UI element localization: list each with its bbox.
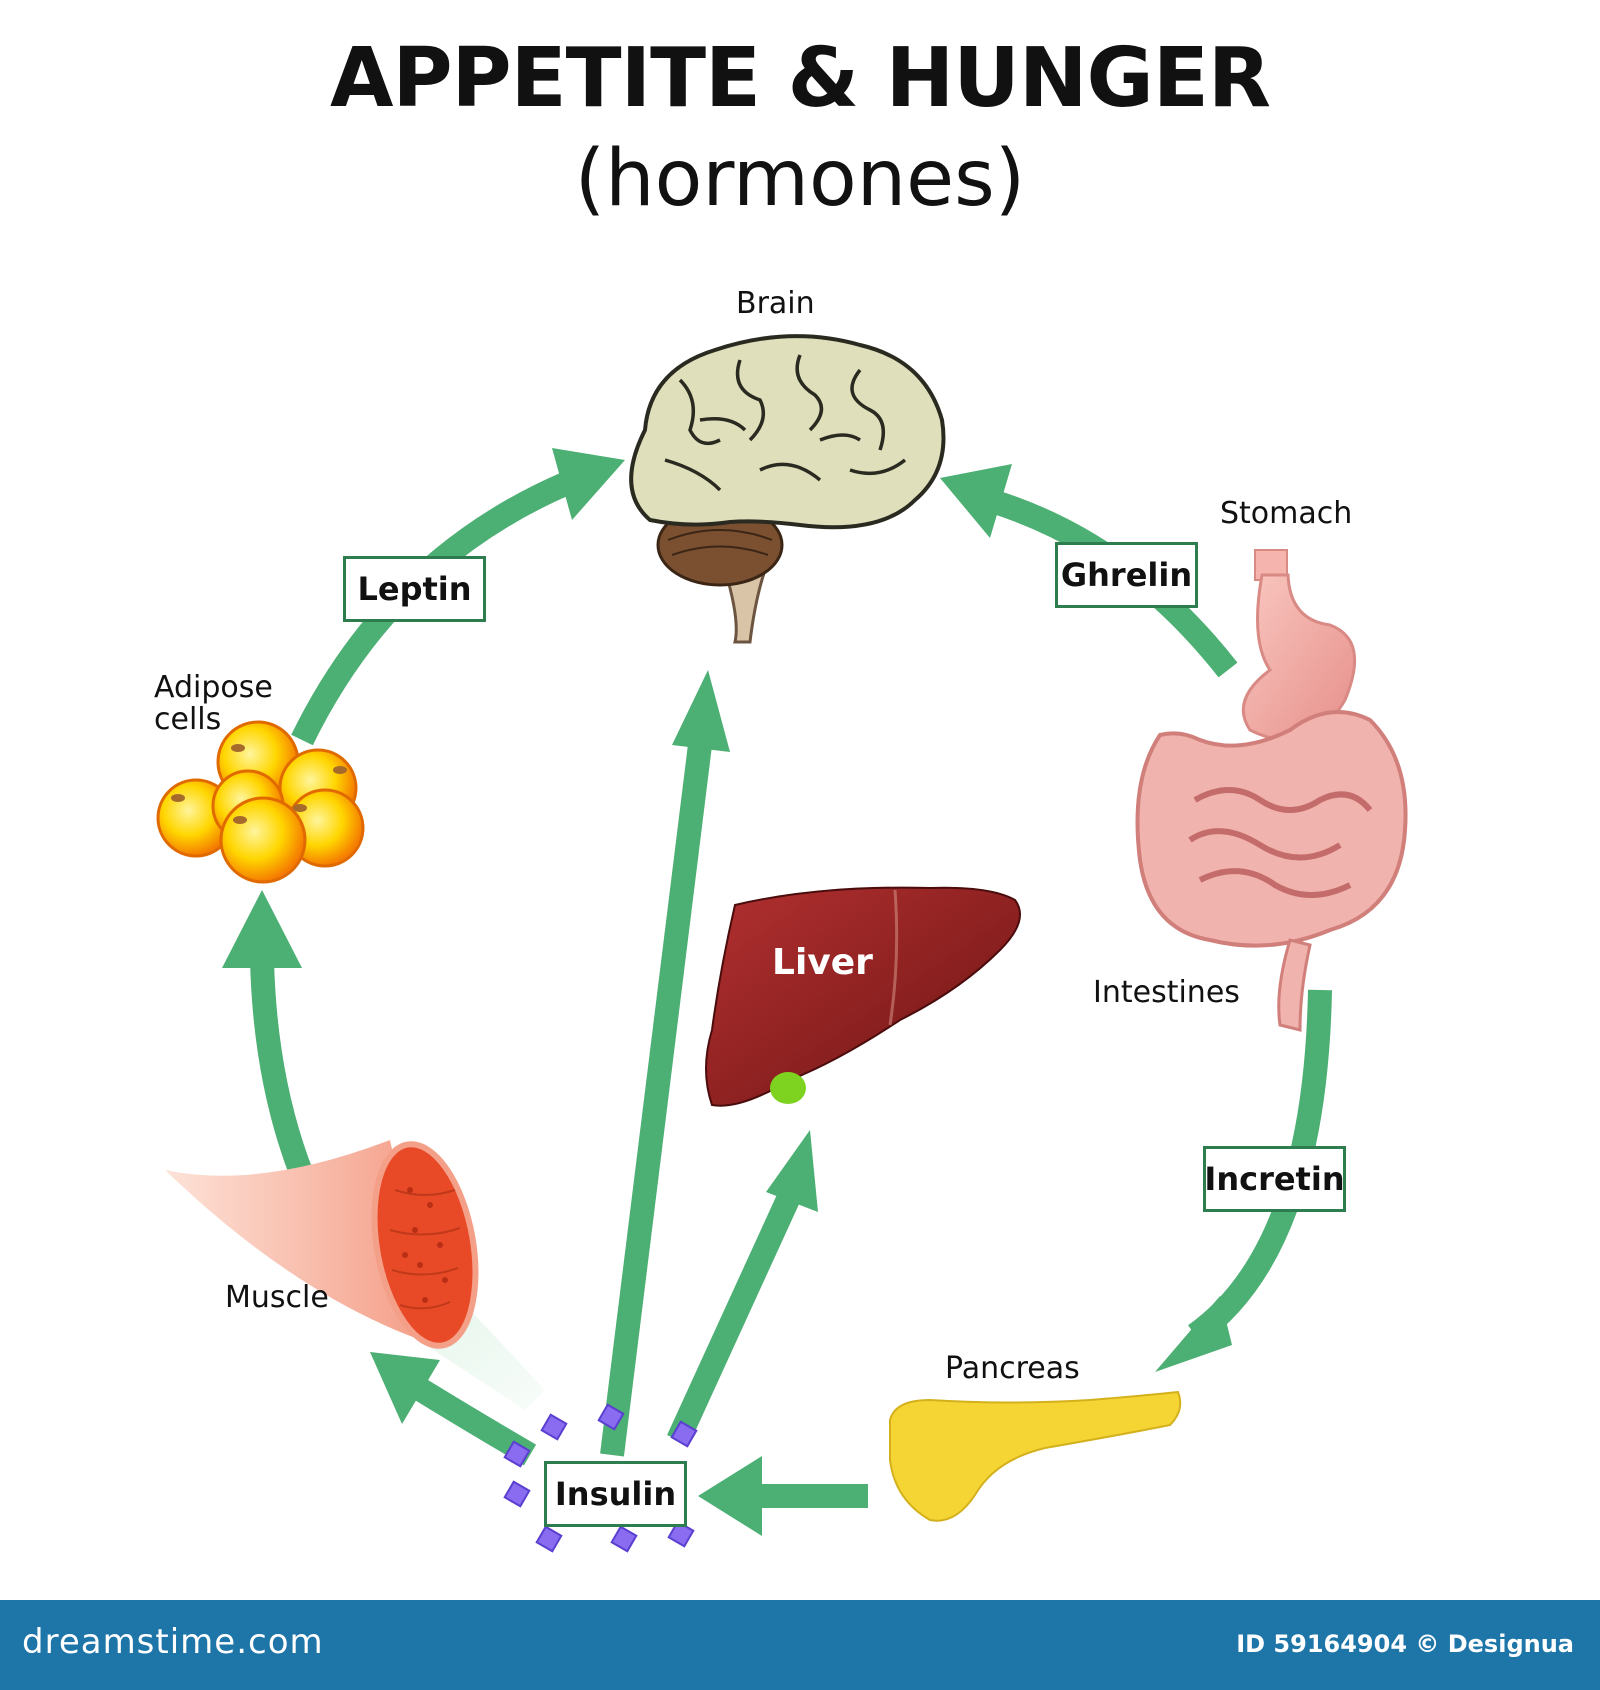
arrowhead-pancreas	[1155, 1296, 1232, 1372]
arrowhead-brain-right	[940, 464, 1012, 538]
intestines-illustration	[1135, 710, 1408, 1032]
label-adipose-cells: Adipose cells	[154, 670, 273, 737]
arrows	[250, 472, 1332, 1508]
hormone-box-leptin: Leptin	[343, 556, 486, 622]
hormone-diagram	[156, 334, 1408, 1553]
liver-illustration	[705, 886, 1021, 1107]
label-stomach: Stomach	[1220, 496, 1353, 531]
arrowhead-insulin	[698, 1456, 762, 1536]
arrowhead-liver	[766, 1130, 818, 1212]
footer-credit: ID 59164904 © Designua	[1236, 1630, 1574, 1658]
adipose-cells-illustration	[156, 720, 365, 884]
arrow-muscle-to-adipose	[250, 959, 314, 1180]
hormone-box-incretin: Incretin	[1203, 1146, 1346, 1212]
footer-bar: dreamstime.com ID 59164904 © Designua	[0, 1600, 1600, 1690]
arrowheads	[222, 448, 1232, 1536]
muscle-illustration	[165, 1140, 545, 1410]
hormone-box-ghrelin: Ghrelin	[1055, 542, 1198, 608]
arrow-insulin-to-brain	[600, 743, 712, 1457]
arrowhead-brain-left	[552, 448, 625, 520]
arrow-insulin-to-liver	[667, 1190, 801, 1445]
label-pancreas: Pancreas	[945, 1351, 1080, 1386]
label-liver: Liver	[772, 942, 873, 983]
page-subtitle: (hormones)	[574, 134, 1026, 224]
label-brain: Brain	[736, 286, 815, 321]
arrowhead-muscle	[370, 1352, 440, 1424]
footer-brand: dreamstime.com	[22, 1622, 324, 1662]
label-muscle: Muscle	[225, 1280, 329, 1315]
arrowhead-brain-center	[672, 670, 730, 752]
page-title: APPETITE & HUNGER	[330, 31, 1271, 126]
insulin-molecules	[503, 1403, 698, 1553]
arrowhead-adipose	[222, 890, 302, 968]
label-intestines: Intestines	[1093, 975, 1240, 1010]
hormone-box-insulin: Insulin	[544, 1461, 687, 1527]
brain-illustration	[629, 334, 946, 644]
pancreas-illustration	[889, 1390, 1182, 1522]
